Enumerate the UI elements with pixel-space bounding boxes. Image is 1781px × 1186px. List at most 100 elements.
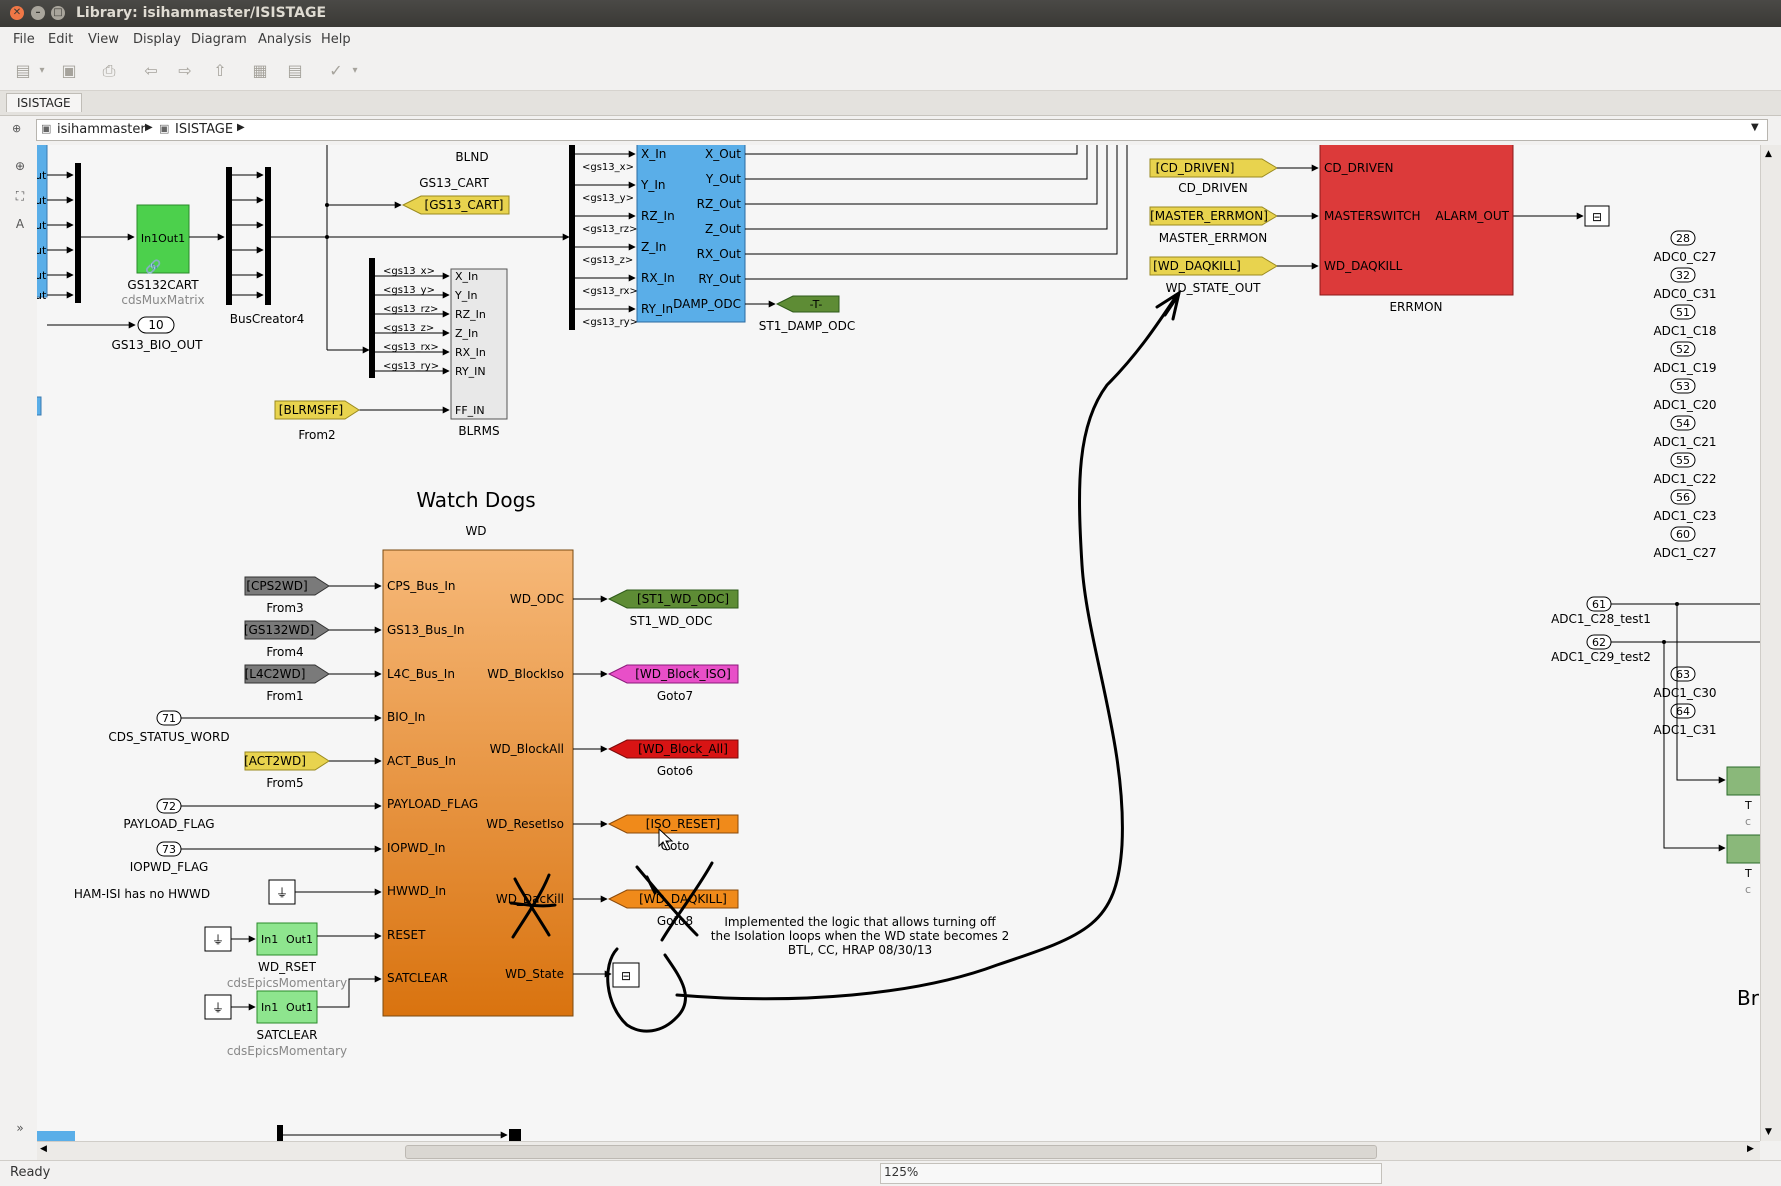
ground-icon: ⏚ bbox=[212, 1001, 224, 1015]
port-number: 52 bbox=[1676, 343, 1690, 356]
signal-label: <gs13_rz> bbox=[383, 304, 438, 315]
goto8-block[interactable] bbox=[607, 889, 739, 909]
chevron-down-icon[interactable]: ▼ bbox=[1751, 122, 1759, 133]
terminator-block[interactable] bbox=[1584, 205, 1610, 227]
terminator-block[interactable] bbox=[612, 962, 640, 988]
forward-icon[interactable]: ⇨ bbox=[178, 61, 192, 80]
port-label: In1 bbox=[261, 1001, 278, 1014]
expand-icon[interactable]: » bbox=[16, 1121, 24, 1135]
blrms-block[interactable] bbox=[450, 268, 508, 420]
partial-block[interactable] bbox=[1726, 766, 1760, 796]
from-name: From4 bbox=[266, 645, 303, 659]
chevron-down-icon[interactable]: ▾ bbox=[39, 65, 45, 76]
diagram-canvas[interactable]: ut ut ut ut ut ut In1Out1 🔗 GS132CART cd… bbox=[37, 145, 1760, 1141]
goto-tag: [WD_DAQKILL] bbox=[639, 892, 727, 906]
from-cd-driven[interactable] bbox=[1149, 158, 1278, 178]
annotation-icon[interactable]: A bbox=[15, 217, 25, 231]
breadcrumb-item[interactable]: isihammaster bbox=[57, 122, 146, 137]
outport-adc[interactable] bbox=[1670, 452, 1696, 468]
window-title: Library: isihammaster/ISISTAGE bbox=[76, 5, 327, 21]
port-label: IOPWD_In bbox=[387, 841, 445, 855]
breadcrumb: ▣ isihammaster ▶ ▣ ISISTAGE ▶ ▼ bbox=[36, 119, 1768, 141]
buscreator4-block[interactable] bbox=[265, 167, 271, 305]
goto7-block[interactable] bbox=[607, 664, 739, 684]
goto-iso-reset[interactable] bbox=[607, 814, 739, 834]
from3-block[interactable] bbox=[244, 576, 330, 596]
fit-view-icon[interactable]: ⛶ bbox=[15, 189, 25, 203]
breadcrumb-item[interactable]: ISISTAGE bbox=[175, 122, 234, 137]
from-wd-daqkill[interactable] bbox=[1149, 256, 1278, 276]
partial-block[interactable] bbox=[37, 396, 42, 416]
demux-block[interactable] bbox=[226, 167, 232, 305]
ground-block[interactable] bbox=[204, 994, 232, 1020]
damp-odc-goto[interactable] bbox=[775, 295, 840, 313]
scroll-thumb[interactable] bbox=[405, 1145, 1377, 1159]
arrow-left-icon[interactable]: ◀ bbox=[40, 1144, 47, 1154]
outport-adc[interactable] bbox=[1670, 267, 1696, 283]
chevron-down-icon[interactable]: ▾ bbox=[352, 65, 358, 76]
menu-help[interactable]: Help bbox=[321, 32, 351, 47]
st1-wd-odc-goto[interactable] bbox=[607, 589, 739, 609]
bus-selector[interactable] bbox=[369, 258, 375, 378]
mux-block[interactable] bbox=[75, 163, 81, 303]
save-icon[interactable]: ▣ bbox=[61, 61, 77, 80]
model-icon: ▣ bbox=[41, 122, 52, 135]
signal-label: <gs13_x> bbox=[582, 162, 634, 173]
close-window-button[interactable]: ✕ bbox=[10, 6, 24, 20]
zoom-icon[interactable]: ⊕ bbox=[14, 159, 26, 173]
errmon-block[interactable] bbox=[1319, 145, 1514, 296]
arrow-right-icon[interactable]: ▶ bbox=[1747, 1144, 1754, 1154]
vertical-scrollbar[interactable]: ▲ ▼ bbox=[1760, 145, 1781, 1141]
from5-block[interactable] bbox=[244, 751, 330, 771]
model-browser-icon[interactable]: ▦ bbox=[252, 61, 268, 80]
port-label: RY_IN bbox=[455, 365, 486, 378]
satclear-block[interactable] bbox=[256, 990, 318, 1024]
check-icon[interactable]: ✓ bbox=[329, 61, 343, 80]
tab-isistage[interactable]: ISISTAGE bbox=[6, 93, 82, 112]
library-browser-icon[interactable]: ▤ bbox=[287, 61, 303, 80]
from4-block[interactable] bbox=[244, 620, 330, 640]
from2-block[interactable] bbox=[274, 400, 360, 420]
from-name: From1 bbox=[266, 689, 303, 703]
outport-adc[interactable] bbox=[1670, 489, 1696, 505]
print-icon[interactable]: ⎙ bbox=[102, 61, 116, 80]
gs13cart-goto[interactable] bbox=[401, 195, 510, 215]
outport-adc[interactable] bbox=[1670, 378, 1696, 394]
menu-diagram[interactable]: Diagram bbox=[191, 32, 247, 47]
outport-adc[interactable] bbox=[1670, 304, 1696, 320]
up-icon[interactable]: ⇧ bbox=[213, 61, 227, 80]
partial-block[interactable] bbox=[1726, 834, 1760, 864]
from-master-errmon[interactable] bbox=[1149, 206, 1278, 226]
outport-adc[interactable] bbox=[1670, 415, 1696, 431]
damping-block[interactable] bbox=[636, 145, 746, 323]
horizontal-scrollbar[interactable]: ◀ ▶ bbox=[37, 1141, 1760, 1160]
minimize-window-button[interactable]: – bbox=[31, 6, 45, 20]
partial-block[interactable] bbox=[37, 145, 48, 298]
arrow-up-icon[interactable]: ▲ bbox=[1765, 149, 1772, 159]
bus-selector[interactable] bbox=[569, 145, 575, 330]
maximize-window-button[interactable]: □ bbox=[51, 6, 65, 20]
back-icon[interactable]: ⇦ bbox=[144, 61, 158, 80]
menu-file[interactable]: File bbox=[13, 32, 35, 47]
gs132cart-block[interactable] bbox=[136, 204, 190, 274]
hide-browser-icon[interactable]: ⊕ bbox=[12, 122, 22, 135]
goto-tag: [ISO_RESET] bbox=[646, 817, 720, 831]
port-name: ADC1_C30 bbox=[1653, 686, 1716, 700]
outport-10[interactable] bbox=[137, 316, 175, 334]
menu-view[interactable]: View bbox=[88, 32, 119, 47]
port-label: In1 bbox=[261, 933, 278, 946]
arrow-down-icon[interactable]: ▼ bbox=[1765, 1127, 1772, 1137]
outport-adc[interactable] bbox=[1670, 526, 1696, 542]
outport-adc[interactable] bbox=[1670, 230, 1696, 246]
menu-edit[interactable]: Edit bbox=[48, 32, 74, 47]
goto6-block[interactable] bbox=[607, 739, 739, 759]
outport-number: 10 bbox=[148, 318, 163, 332]
from1-block[interactable] bbox=[244, 664, 330, 684]
menu-analysis[interactable]: Analysis bbox=[258, 32, 312, 47]
port-label: ACT_Bus_In bbox=[387, 754, 456, 768]
wd-block[interactable] bbox=[382, 549, 574, 1017]
new-model-icon[interactable]: ▤ bbox=[15, 61, 31, 80]
wd-rset-block[interactable] bbox=[256, 922, 318, 956]
menu-display[interactable]: Display bbox=[133, 32, 181, 47]
outport-adc[interactable] bbox=[1670, 341, 1696, 357]
